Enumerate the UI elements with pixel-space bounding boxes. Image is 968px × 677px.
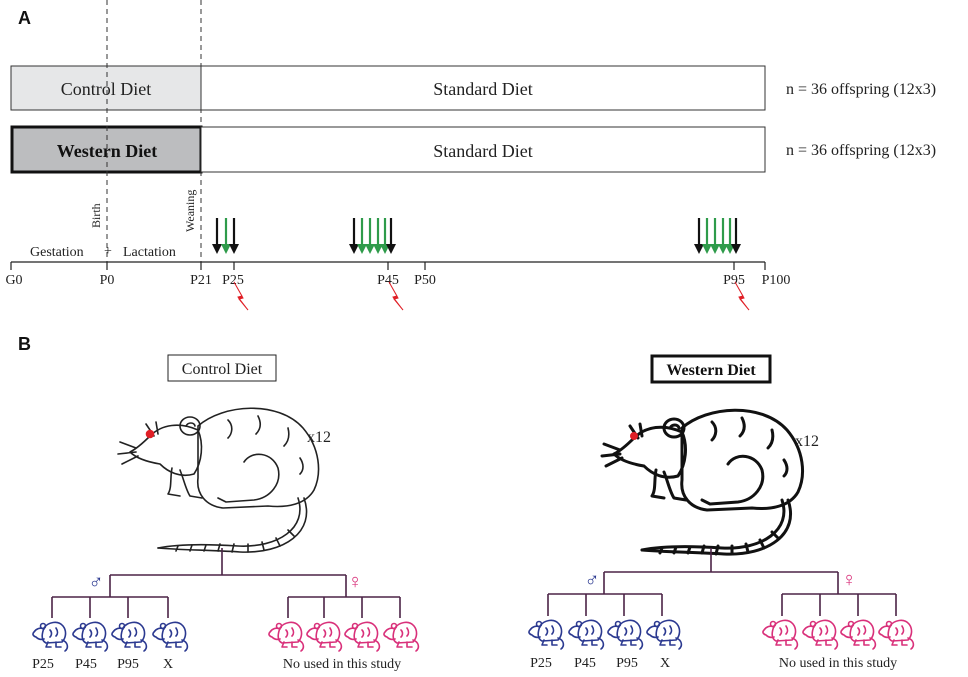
tick-label-G0: G0 — [5, 273, 22, 288]
male-rat-icon-3 — [152, 621, 189, 652]
western-male-label-2: P45 — [574, 656, 596, 671]
male-rat-icon-8 — [528, 619, 565, 650]
arrow-2-5 — [731, 218, 741, 254]
tick-label-P45: P45 — [377, 273, 399, 288]
panel-b-label: B — [18, 334, 31, 354]
female-rat-icon-15 — [878, 619, 915, 650]
sampling-arrows — [212, 218, 741, 254]
western-diet-title: Western Diet — [666, 362, 756, 379]
female-rat-icon-12 — [762, 619, 799, 650]
standard-diet-box-2 — [200, 126, 766, 173]
arrow-1-0 — [349, 218, 359, 254]
control-diet-title: Control Diet — [182, 361, 263, 378]
weaning-label: Weaning — [183, 190, 197, 232]
standard-diet-text-1: Standard Diet — [433, 79, 532, 99]
control-male-symbol: ♂ — [89, 571, 104, 593]
timeline-tick-labels: G0 P0 P21 P25 P45 P50 P95 P100 — [5, 273, 790, 288]
arrow-2-3 — [718, 218, 728, 254]
n-label-2: n = 36 offspring (12x3) — [786, 142, 936, 159]
tick-label-P25: P25 — [222, 273, 244, 288]
male-rat-icon-1 — [72, 621, 109, 652]
n-label-1: n = 36 offspring (12x3) — [786, 81, 936, 98]
control-diet-text: Control Diet — [61, 79, 152, 99]
timeline-ticks — [10, 262, 766, 270]
male-rat-icon-9 — [568, 619, 605, 650]
control-male-label-2: P45 — [75, 657, 97, 672]
western-diet-title-box — [650, 354, 772, 384]
tick-label-P0: P0 — [100, 273, 115, 288]
male-rat-icon-11 — [646, 619, 683, 650]
lactation-label: Lactation — [123, 245, 176, 260]
western-rat-icon — [600, 408, 805, 556]
arrow-0-2 — [229, 218, 239, 254]
panel-a-label: A — [18, 8, 31, 28]
arrow-0-1 — [221, 218, 231, 254]
arrow-1-2 — [365, 218, 375, 254]
western-male-label-1: P25 — [530, 656, 552, 671]
male-rat-icon-10 — [607, 619, 644, 650]
tick-label-P21: P21 — [190, 273, 212, 288]
control-diet-box — [10, 65, 202, 111]
plus-label: + — [104, 244, 112, 259]
arrow-2-2 — [710, 218, 720, 254]
tick-label-P100: P100 — [762, 273, 791, 288]
control-male-label-1: P25 — [32, 657, 54, 672]
female-rat-icon-5 — [306, 621, 343, 652]
control-offspring-tree — [51, 548, 401, 618]
standard-diet-text-2: Standard Diet — [433, 141, 532, 161]
control-male-label-4: X — [163, 657, 173, 672]
arrow-2-0 — [694, 218, 704, 254]
female-rat-icon-6 — [344, 621, 381, 652]
arrow-0-0 — [212, 218, 222, 254]
western-count: x12 — [795, 433, 819, 450]
control-female-symbol: ♀ — [348, 571, 363, 593]
western-male-label-3: P95 — [616, 656, 638, 671]
offspring-icons — [32, 619, 915, 652]
female-rat-icon-7 — [383, 621, 420, 652]
lightning-icon-1 — [388, 281, 404, 311]
lightning-icons — [233, 281, 750, 311]
western-diet-text: Western Diet — [57, 141, 157, 161]
arrow-1-1 — [357, 218, 367, 254]
female-rat-icon-4 — [268, 621, 305, 652]
female-rat-icon-13 — [802, 619, 839, 650]
control-male-label-3: P95 — [117, 657, 139, 672]
male-rat-icon-0 — [32, 621, 69, 652]
western-male-label-4: X — [660, 656, 670, 671]
western-male-symbol: ♂ — [585, 569, 600, 591]
tick-label-P95: P95 — [723, 273, 745, 288]
control-female-label: No used in this study — [283, 657, 401, 672]
lightning-icon-0 — [233, 281, 249, 311]
birth-label: Birth — [89, 203, 103, 228]
gestation-label: Gestation — [30, 245, 84, 260]
western-female-label: No used in this study — [779, 656, 897, 671]
standard-diet-box-1 — [200, 65, 766, 111]
lightning-icon-2 — [734, 281, 750, 311]
western-female-symbol: ♀ — [842, 569, 857, 591]
western-offspring-tree — [547, 548, 897, 616]
arrow-1-3 — [373, 218, 383, 254]
control-rat-icon — [117, 407, 320, 553]
male-rat-icon-2 — [111, 621, 148, 652]
control-count: x12 — [307, 429, 331, 446]
arrow-1-5 — [386, 218, 396, 254]
female-rat-icon-14 — [840, 619, 877, 650]
tick-label-P50: P50 — [414, 273, 436, 288]
control-diet-title-box — [167, 354, 277, 382]
arrow-2-1 — [702, 218, 712, 254]
